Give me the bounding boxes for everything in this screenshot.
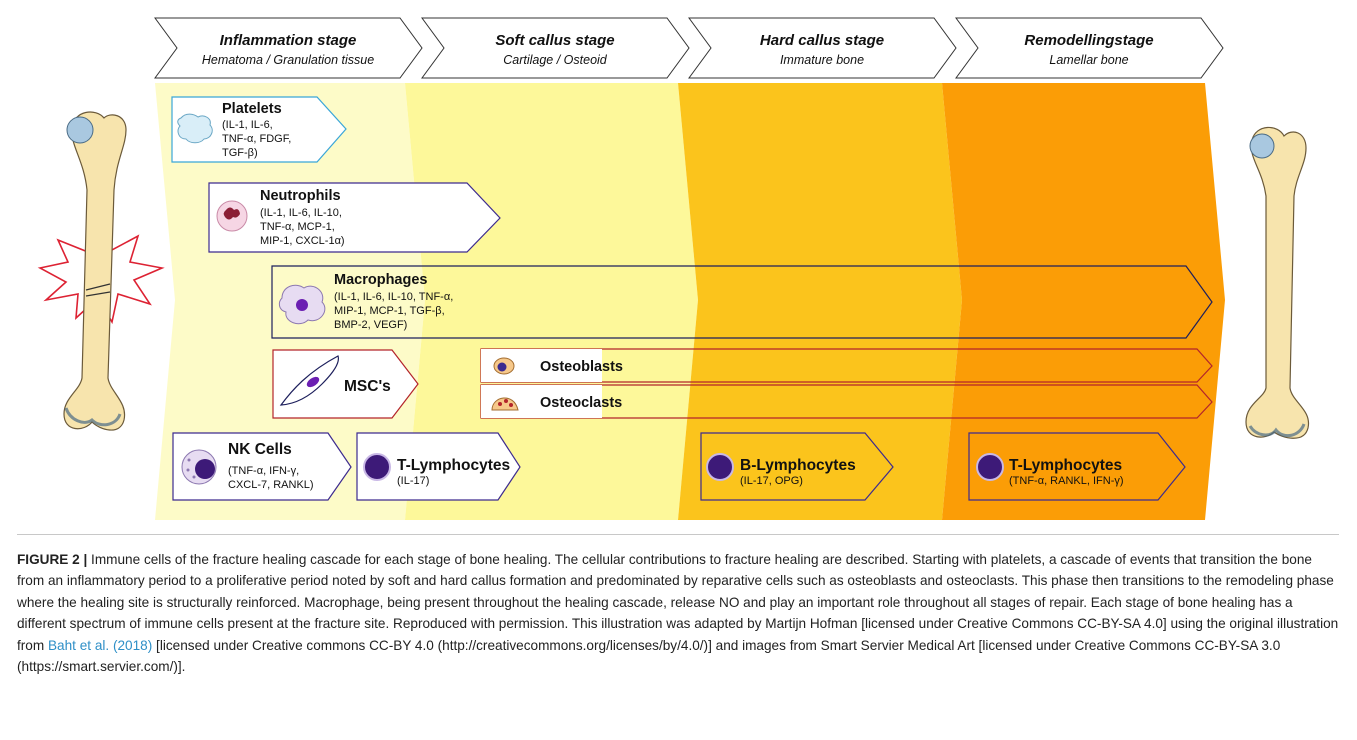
neutrophils-detail-2: TNF-α, MCP-1, — [260, 221, 335, 233]
neutrophils-detail-3: MIP-1, CXCL-1α) — [260, 235, 345, 247]
fractured-bone-illustration — [37, 111, 165, 431]
platelets-detail-3: TGF-β) — [222, 147, 258, 159]
t-lymphocytes-late-name: T-Lymphocytes — [1009, 457, 1122, 474]
macrophages-detail-2: MIP-1, MCP-1, TGF-β, — [334, 305, 445, 317]
platelet-cell-icon — [177, 113, 213, 144]
osteoclast-cell-icon — [491, 397, 519, 411]
neutrophils-detail-1: (IL-1, IL-6, IL-10, — [260, 207, 342, 219]
t-lymphocytes-late-detail: (TNF-α, RANKL, IFN-γ) — [1009, 475, 1124, 487]
nk-cells-name: NK Cells — [228, 441, 292, 458]
stage-subtitle-3: Immature bone — [780, 53, 864, 67]
macrophages-detail-1: (IL-1, IL-6, IL-10, TNF-α, — [334, 291, 453, 303]
stage-subtitle-1: Hematoma / Granulation tissue — [202, 53, 374, 67]
caption-text-2: [licensed under Creative commons CC-BY 4… — [17, 637, 1281, 675]
citation-link[interactable]: Baht et al. (2018) — [47, 637, 153, 653]
stage-title-2: Soft callus stage — [495, 32, 614, 49]
stage-header-2 — [421, 17, 690, 79]
stage-header-1 — [154, 17, 423, 79]
b-lymphocytes-arrow: B-Lymphocytes (IL-17, OPG) — [700, 432, 894, 501]
stage-title-1: Inflammation stage — [220, 32, 357, 49]
neutrophils-name: Neutrophils — [260, 188, 341, 204]
fracture-healing-diagram: Inflammation stage Hematoma / Granulatio… — [37, 17, 1310, 520]
macrophages-detail-3: BMP-2, VEGF) — [334, 319, 407, 331]
stage-title-4: Remodellingstage — [1024, 32, 1153, 49]
t-lymphocytes-late-arrow: T-Lymphocytes (TNF-α, RANKL, IFN-γ) — [968, 432, 1186, 501]
osteoblasts-arrow: Osteoblasts — [480, 348, 1213, 383]
platelets-detail-2: TNF-α, FDGF, — [222, 133, 291, 145]
platelets-detail-1: (IL-1, IL-6, — [222, 119, 273, 131]
band-soft-callus — [405, 83, 698, 520]
stage-header-4 — [955, 17, 1224, 79]
macrophages-name: Macrophages — [334, 272, 427, 288]
platelets-arrow: Platelets (IL-1, IL-6, TNF-α, FDGF, TGF-… — [171, 96, 347, 163]
nk-cells-detail-2: CXCL-7, RANKL) — [228, 479, 314, 491]
mscs-name: MSC's — [344, 378, 391, 395]
nk-cells-detail-1: (TNF-α, IFN-γ, — [228, 465, 299, 477]
platelets-name: Platelets — [222, 101, 282, 117]
band-hard-callus — [678, 83, 962, 520]
stage-subtitle-2: Cartilage / Osteoid — [503, 53, 608, 67]
t-lymphocyte-late-cell-icon — [976, 453, 1004, 481]
figure-caption: FIGURE 2 | Immune cells of the fracture … — [17, 534, 1339, 677]
stage-bands — [155, 83, 1225, 520]
b-lymphocytes-name: B-Lymphocytes — [740, 457, 856, 474]
neutrophils-arrow: Neutrophils (IL-1, IL-6, IL-10, TNF-α, M… — [208, 182, 501, 253]
t-lymphocytes-early-detail: (IL-17) — [397, 475, 429, 487]
mscs-arrow: MSC's — [272, 349, 419, 419]
t-lymphocyte-cell-icon — [363, 453, 391, 481]
stage-subtitle-4: Lamellar bone — [1049, 53, 1128, 67]
stage-header-3 — [688, 17, 957, 79]
caption-text-1: Immune cells of the fracture healing cas… — [17, 552, 1339, 653]
healed-bone-illustration — [1245, 126, 1310, 439]
b-lymphocyte-cell-icon — [706, 453, 734, 481]
nk-cells-arrow: NK Cells (TNF-α, IFN-γ, CXCL-7, RANKL) — [172, 432, 352, 501]
osteoclasts-name: Osteoclasts — [540, 395, 622, 411]
osteoclasts-arrow: Osteoclasts — [480, 384, 1213, 419]
band-remodelling — [942, 83, 1225, 520]
stage-headers: Inflammation stage Hematoma / Granulatio… — [154, 17, 1224, 79]
t-lymphocytes-early-arrow: T-Lymphocytes (IL-17) — [356, 432, 521, 501]
figure-label: FIGURE 2 | — [17, 552, 88, 567]
stage-title-3: Hard callus stage — [760, 32, 884, 49]
macrophages-arrow: Macrophages (IL-1, IL-6, IL-10, TNF-α, M… — [271, 265, 1213, 339]
t-lymphocytes-early-name: T-Lymphocytes — [397, 457, 510, 474]
osteoblasts-name: Osteoblasts — [540, 359, 623, 375]
b-lymphocytes-detail: (IL-17, OPG) — [740, 475, 803, 487]
